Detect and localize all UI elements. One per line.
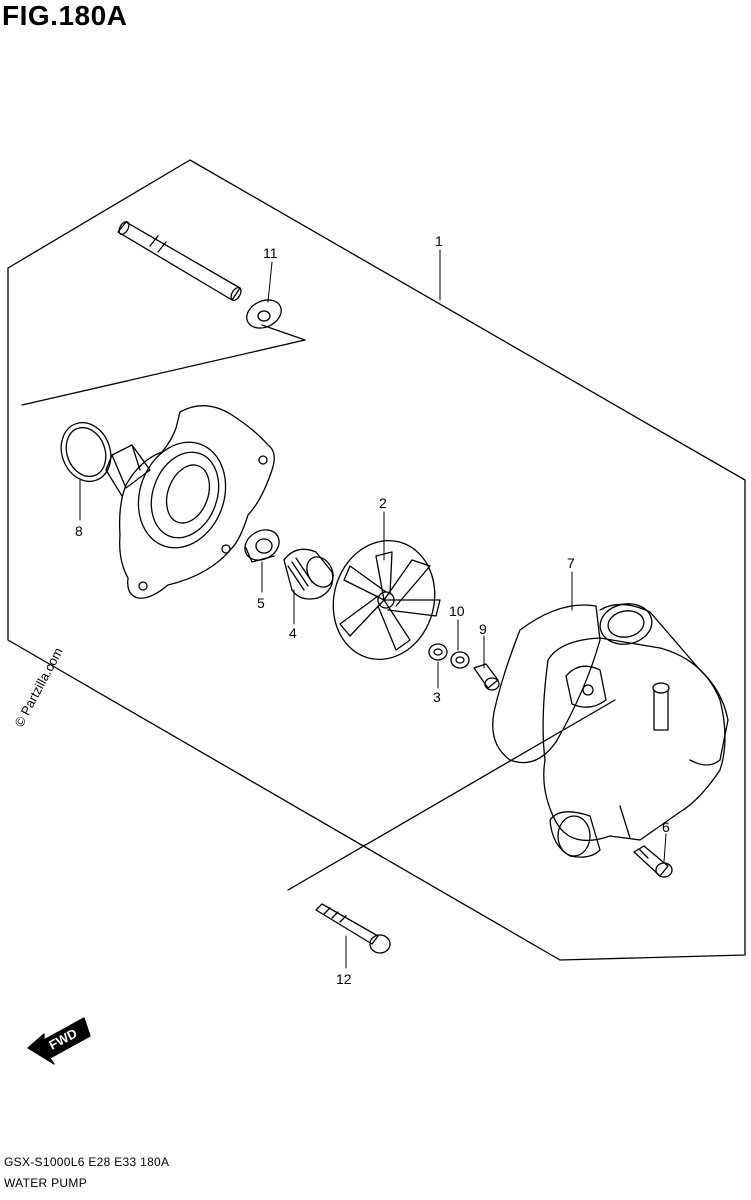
part-9-bolt <box>473 663 500 691</box>
section-name: WATER PUMP <box>4 1176 87 1190</box>
assembly-boundary <box>7 159 746 961</box>
part-10-washer <box>450 651 470 669</box>
callout-12: 12 <box>336 971 352 987</box>
part-4-mechanical-seal <box>283 548 334 600</box>
part-2-impeller <box>332 539 441 661</box>
callout-1: 1 <box>435 233 443 249</box>
model-code: GSX-S1000L6 E28 E33 180A <box>4 1155 170 1169</box>
part-7-gasket <box>492 604 601 764</box>
figure-title: FIG.180A <box>2 0 128 31</box>
part-8-o-ring <box>60 421 112 483</box>
callout-10: 10 <box>449 603 465 619</box>
part-6-bolt <box>633 845 673 878</box>
callout-3: 3 <box>433 689 441 705</box>
part-11-washer <box>246 299 282 329</box>
leader-lines <box>79 249 667 969</box>
callout-6: 6 <box>662 819 670 835</box>
part-5-seal <box>244 529 280 563</box>
part-3-washer <box>428 643 448 661</box>
callout-8: 8 <box>75 523 83 539</box>
fwd-arrow-icon: FWD <box>27 1017 91 1065</box>
callout-7: 7 <box>567 555 575 571</box>
pump-cover-plate <box>105 405 275 599</box>
pump-shaft <box>117 220 242 302</box>
pump-body <box>542 603 729 858</box>
part-12-bolt <box>315 903 391 954</box>
callout-9: 9 <box>479 621 487 637</box>
callout-11: 11 <box>263 245 278 261</box>
callout-labels: 1 2 3 4 5 6 7 8 9 10 11 12 <box>75 233 670 987</box>
callout-2: 2 <box>379 495 387 511</box>
callout-4: 4 <box>289 625 297 641</box>
callout-5: 5 <box>257 595 265 611</box>
